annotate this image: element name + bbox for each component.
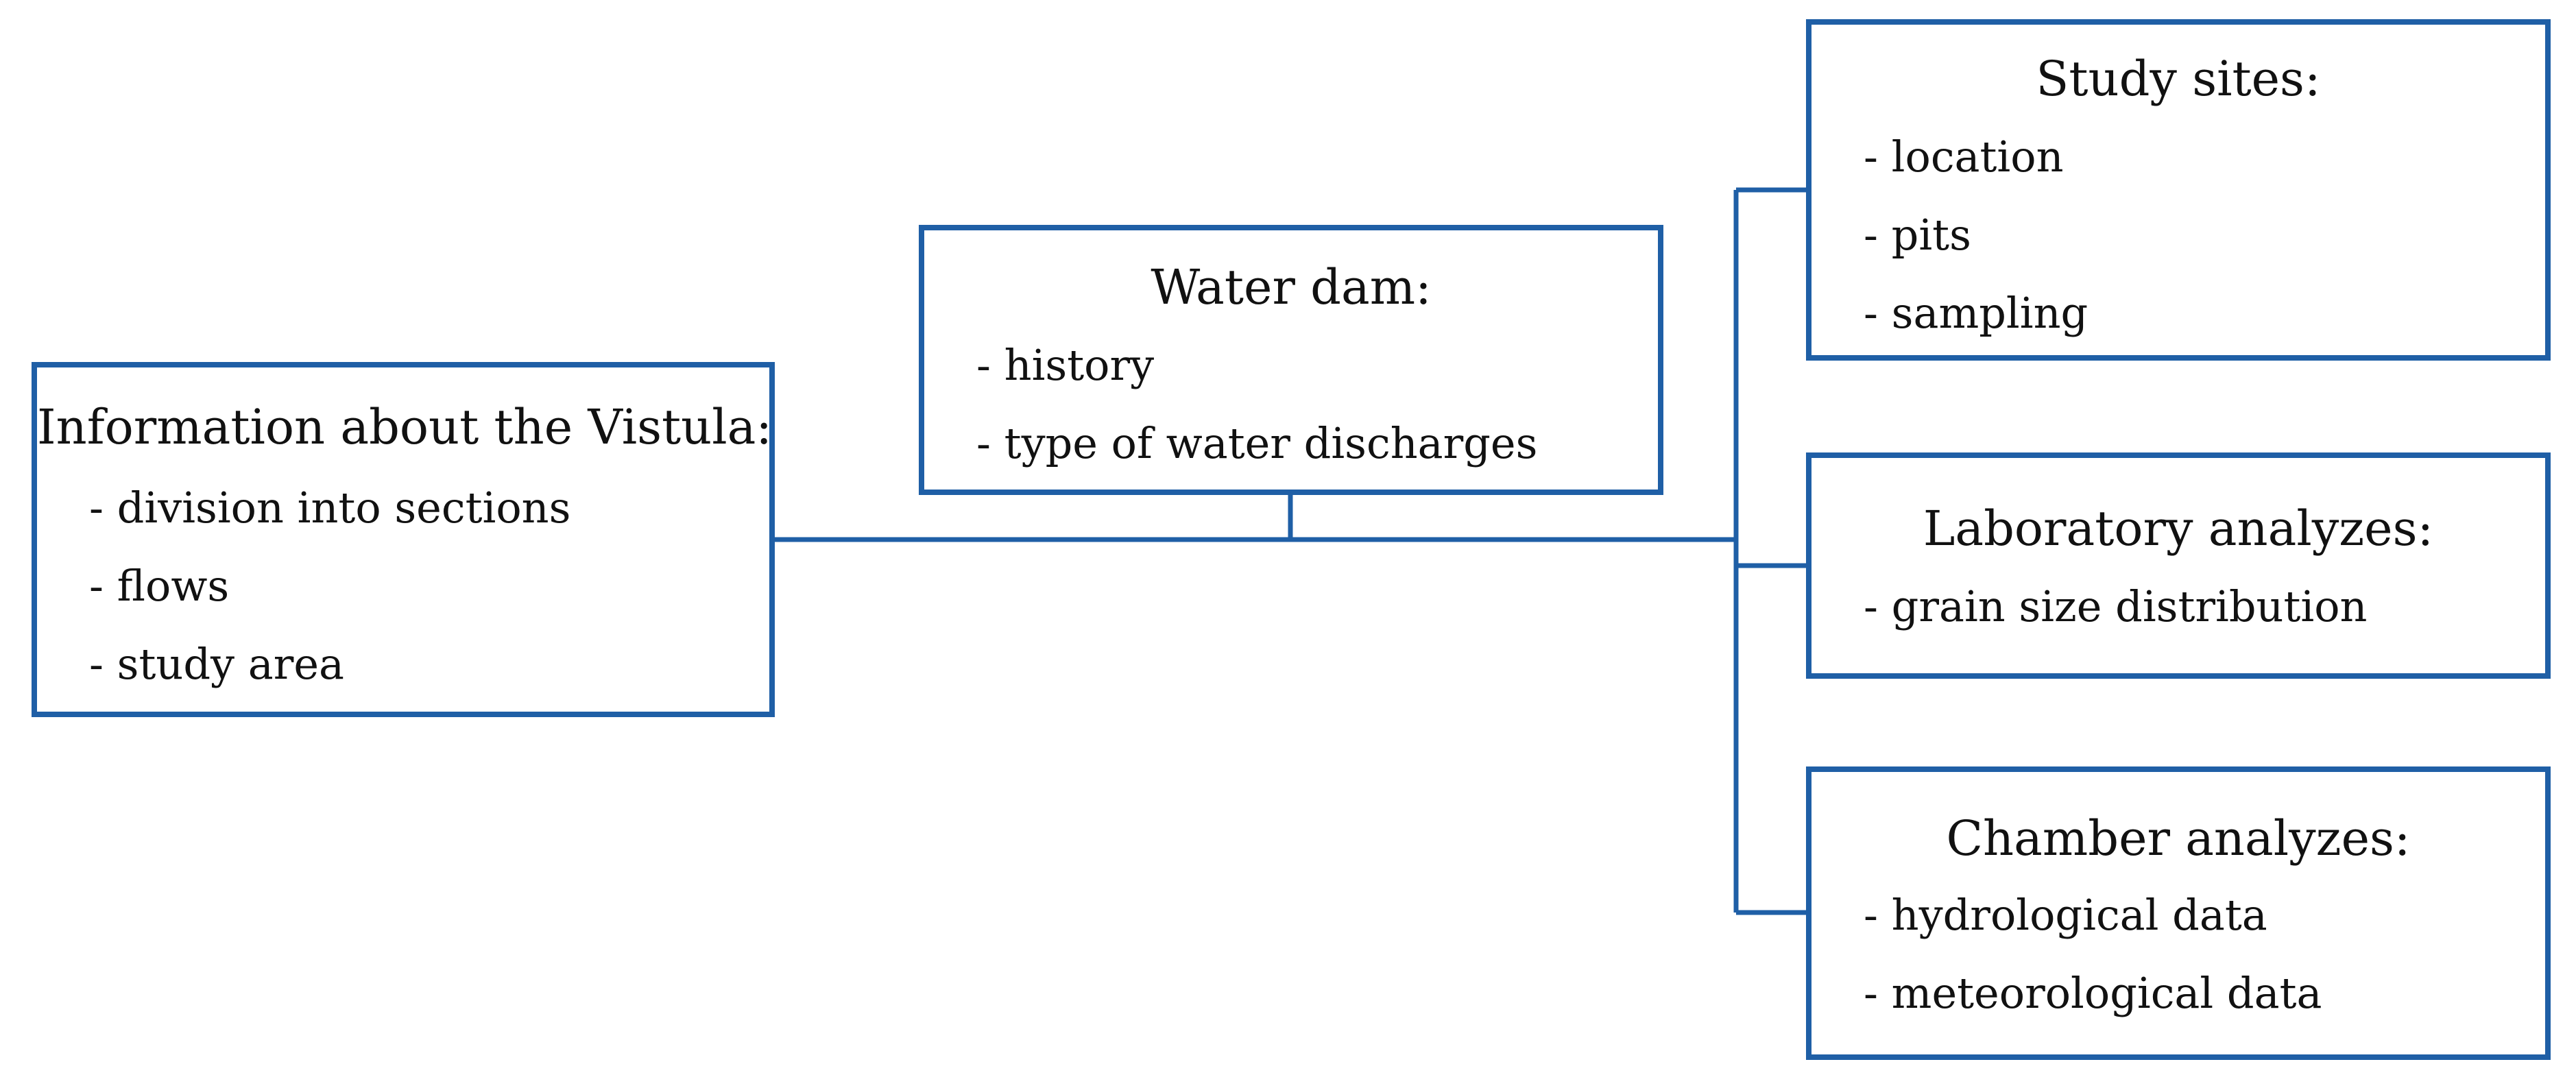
node-item: - flows (89, 561, 230, 611)
node-item: - division into sections (89, 483, 571, 533)
node-item: - meteorological data (1864, 968, 2322, 1018)
node-title: Study sites: (2036, 51, 2321, 107)
node-laboratory-analyzes: Laboratory analyzes: - grain size distri… (1806, 452, 2551, 679)
node-title: Water dam: (1151, 259, 1432, 315)
node-study-sites: Study sites: - location - pits - samplin… (1806, 19, 2551, 361)
node-item-list: - history - type of water discharges (924, 344, 1658, 465)
node-item: - history (976, 340, 1155, 390)
node-item: - pits (1864, 210, 1971, 260)
node-water-dam: Water dam: - history - type of water dis… (919, 225, 1663, 495)
node-item-list: - hydrological data - meteorological dat… (1811, 894, 2545, 1015)
node-title: Chamber analyzes: (1946, 810, 2411, 867)
node-item: - sampling (1864, 288, 2089, 338)
node-item-list: - grain size distribution (1811, 585, 2545, 628)
node-item: - location (1864, 132, 2064, 182)
node-item-list: - location - pits - sampling (1811, 136, 2545, 335)
node-title: Information about the Vistula: (37, 399, 772, 455)
node-item: - study area (89, 639, 344, 689)
node-item-list: - division into sections - flows - study… (37, 487, 769, 686)
node-item: - grain size distribution (1864, 581, 2368, 631)
node-item: - type of water discharges (976, 418, 1538, 468)
node-vistula-info: Information about the Vistula: - divisio… (32, 362, 775, 717)
node-title: Laboratory analyzes: (1923, 500, 2434, 557)
node-chamber-analyzes: Chamber analyzes: - hydrological data - … (1806, 766, 2551, 1060)
node-item: - hydrological data (1864, 890, 2267, 940)
